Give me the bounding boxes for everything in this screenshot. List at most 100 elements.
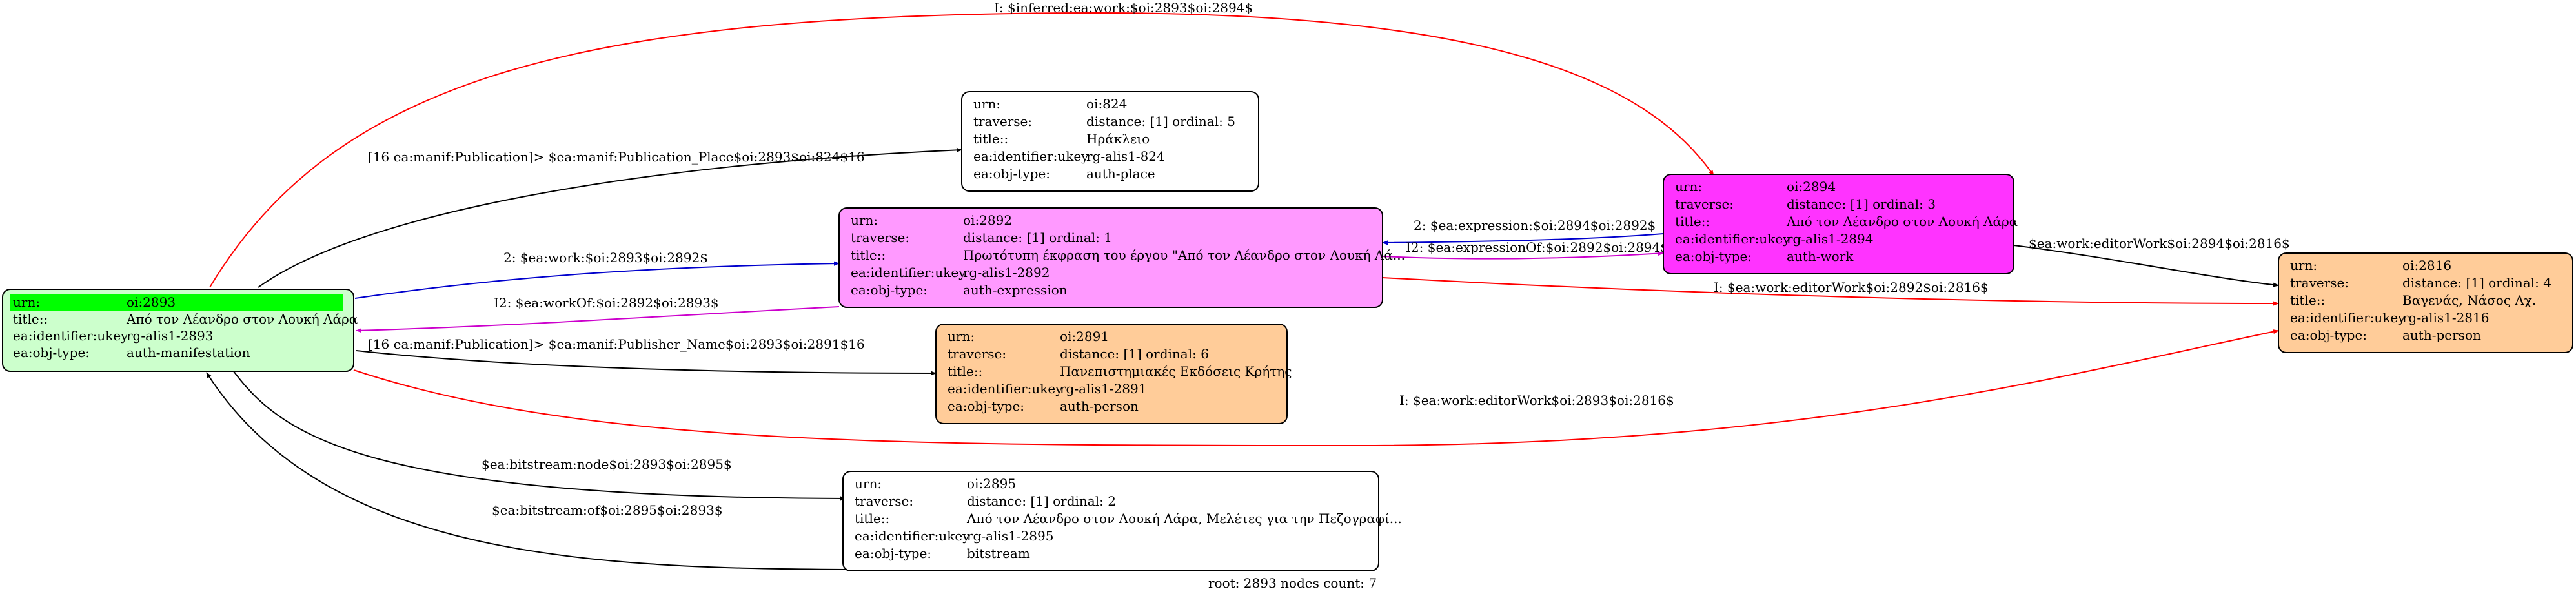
node-2891[interactable]: urn: oi:2891 traverse: distance: [1] ord… xyxy=(935,324,1292,424)
node-key: urn: xyxy=(973,96,1000,112)
node-header-highlight xyxy=(10,294,343,311)
node-value: distance: [1] ordinal: 6 xyxy=(1060,346,1209,362)
node-key: urn: xyxy=(1675,179,1702,194)
node-value: rg-alis1-2891 xyxy=(1060,381,1146,396)
node-value: oi:2816 xyxy=(2402,258,2451,273)
node-value: Από τον Λέανδρο στον Λουκή Λάρα xyxy=(126,311,358,327)
node-key: ea:obj-type: xyxy=(948,398,1024,414)
node-key: title:: xyxy=(973,131,1008,147)
edge-label-inferred-work: I: $inferred:ea:work:$oi:2893$oi:2894$ xyxy=(994,0,1253,15)
node-value: distance: [1] ordinal: 5 xyxy=(1086,114,1235,129)
node-key: ea:identifier:ukey xyxy=(851,265,966,280)
node-value: oi:2893 xyxy=(127,294,176,310)
edge-inferred-work[interactable] xyxy=(209,12,1714,288)
edge-label-work: 2: $ea:work:$oi:2893$oi:2892$ xyxy=(503,250,708,265)
node-key: traverse: xyxy=(2290,275,2349,291)
node-value: rg-alis1-824 xyxy=(1086,149,1165,164)
node-key: ea:obj-type: xyxy=(2290,327,2367,343)
node-value: distance: [1] ordinal: 2 xyxy=(967,493,1116,509)
node-value: oi:2894 xyxy=(1787,179,1836,194)
node-value: oi:824 xyxy=(1086,96,1127,112)
node-key: urn: xyxy=(851,212,878,228)
node-key: urn: xyxy=(2290,258,2317,273)
edge-expression[interactable] xyxy=(1382,233,1664,245)
node-value: distance: [1] ordinal: 1 xyxy=(963,230,1112,245)
node-key: traverse: xyxy=(855,493,913,509)
edge-work[interactable] xyxy=(354,261,840,299)
node-key: title:: xyxy=(13,311,48,327)
node-value: rg-alis1-2892 xyxy=(963,265,1050,280)
node-key: urn: xyxy=(948,329,975,344)
node-value: auth-manifestation xyxy=(127,345,250,360)
node-key: urn: xyxy=(855,476,882,491)
edge-expression-of[interactable] xyxy=(1382,251,1664,260)
edge-editor-work-2893[interactable] xyxy=(353,329,2279,447)
edge-label-bitstream-node: $ea:bitstream:node$oi:2893$oi:2895$ xyxy=(482,457,732,472)
node-value: Από τον Λέανδρο στον Λουκή Λάρα xyxy=(1786,214,2018,229)
node-value: bitstream xyxy=(967,546,1030,561)
node-key: traverse: xyxy=(1675,196,1734,212)
node-value: auth-expression xyxy=(963,282,1068,298)
node-key: title:: xyxy=(2290,293,2325,308)
node-value: oi:2895 xyxy=(967,476,1016,491)
edge-label-bitstream-of: $ea:bitstream:of$oi:2895$oi:2893$ xyxy=(492,502,723,518)
edge-editor-work-2892[interactable] xyxy=(1382,277,2279,306)
node-2894[interactable]: urn: oi:2894 traverse: distance: [1] ord… xyxy=(1663,174,2018,274)
node-value: Βαγενάς, Νάσος Αχ. xyxy=(2402,293,2536,308)
node-key: ea:obj-type: xyxy=(1675,249,1752,264)
node-824[interactable]: urn: oi:824 traverse: distance: [1] ordi… xyxy=(961,91,1259,192)
node-key: ea:obj-type: xyxy=(973,166,1050,181)
node-key: title:: xyxy=(1675,214,1710,229)
graph-footer: root: 2893 nodes count: 7 xyxy=(1208,575,1377,591)
node-value: oi:2891 xyxy=(1060,329,1109,344)
node-value: auth-person xyxy=(2402,327,2481,343)
node-key: ea:identifier:ukey xyxy=(948,381,1063,396)
node-value: distance: [1] ordinal: 3 xyxy=(1787,196,1936,212)
node-key: ea:obj-type: xyxy=(855,546,931,561)
node-value: rg-alis1-2816 xyxy=(2402,310,2489,325)
node-value: oi:2892 xyxy=(963,212,1012,228)
node-key: ea:identifier:ukey xyxy=(1675,231,1790,247)
node-key: title:: xyxy=(948,364,982,379)
node-key: ea:identifier:ukey xyxy=(13,328,128,344)
nodes-layer: urn: oi:2893 title:: Από τον Λέανδρο στο… xyxy=(2,91,2573,571)
node-value: rg-alis1-2895 xyxy=(967,528,1053,544)
node-value: Πρωτότυπη έκφραση του έργου "Από τον Λέα… xyxy=(963,247,1405,263)
edge-labels-layer: I: $inferred:ea:work:$oi:2893$oi:2894$ [… xyxy=(368,0,2290,518)
node-key: traverse: xyxy=(851,230,909,245)
node-key: title:: xyxy=(855,511,889,526)
edge-bitstream-of[interactable] xyxy=(206,372,846,570)
edges-layer xyxy=(206,12,2279,570)
edge-label-expression: 2: $ea:expression:$oi:2894$oi:2892$ xyxy=(1414,218,1656,233)
node-key: ea:identifier:ukey xyxy=(855,528,970,544)
edge-publication-place[interactable] xyxy=(258,147,962,288)
edge-label-editor-work-2894: $ea:work:editorWork$oi:2894$oi:2816$ xyxy=(2029,236,2290,251)
node-value: rg-alis1-2894 xyxy=(1787,231,1873,247)
edge-label-editor-work-2892: I: $ea:work:editorWork$oi:2892$oi:2816$ xyxy=(1714,280,1989,295)
node-key: ea:identifier:ukey xyxy=(973,149,1089,164)
edge-editor-work-2894[interactable] xyxy=(2013,245,2279,287)
edge-label-expression-of: I2: $ea:expressionOf:$oi:2892$oi:2894$ xyxy=(1406,240,1668,255)
edge-bitstream-node[interactable] xyxy=(233,371,846,501)
edge-label-publisher-name: [16 ea:manif:Publication]> $ea:manif:Pub… xyxy=(368,336,865,352)
node-2895[interactable]: urn: oi:2895 traverse: distance: [1] ord… xyxy=(842,471,1402,571)
node-key: title:: xyxy=(851,247,886,263)
node-key: traverse: xyxy=(973,114,1032,129)
node-2893[interactable]: urn: oi:2893 title:: Από τον Λέανδρο στο… xyxy=(2,289,358,372)
node-key: urn: xyxy=(13,294,40,310)
node-value: Από τον Λέανδρο στον Λουκή Λάρα, Μελέτες… xyxy=(966,511,1402,526)
node-key: traverse: xyxy=(948,346,1006,362)
node-value: auth-person xyxy=(1060,398,1139,414)
edge-work-of[interactable] xyxy=(356,306,840,333)
node-value: Ηράκλειο xyxy=(1086,131,1150,147)
node-2892[interactable]: urn: oi:2892 traverse: distance: [1] ord… xyxy=(838,207,1405,308)
node-key: ea:identifier:ukey xyxy=(2290,310,2406,325)
edge-label-editor-work-2893: I: $ea:work:editorWork$oi:2893$oi:2816$ xyxy=(1399,393,1674,408)
node-value: Πανεπιστημιακές Εκδόσεις Κρήτης xyxy=(1060,364,1292,379)
edge-label-publication-place: [16 ea:manif:Publication]> $ea:manif:Pub… xyxy=(368,149,865,165)
node-key: ea:obj-type: xyxy=(851,282,928,298)
edge-publisher-name[interactable] xyxy=(356,350,937,376)
node-2816[interactable]: urn: oi:2816 traverse: distance: [1] ord… xyxy=(2278,252,2573,353)
node-value: auth-place xyxy=(1086,166,1155,181)
